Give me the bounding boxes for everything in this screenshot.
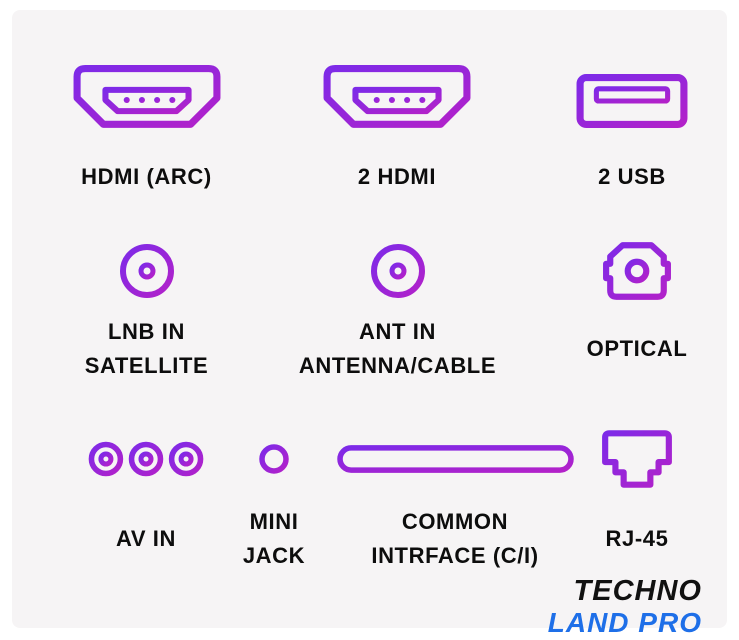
port-common-interface: COMMON INTRFACE (C/I) xyxy=(330,428,580,576)
port-label-line: JACK xyxy=(242,543,306,568)
port-label-line: ANT IN xyxy=(359,319,436,344)
port-label: 2 USB xyxy=(598,160,666,194)
port-lnb-in: LNB IN SATELLITE xyxy=(54,238,239,386)
usb-icon xyxy=(575,60,689,142)
coax-icon xyxy=(369,238,427,304)
diagram-panel: HDMI (ARC) 2 HDMI xyxy=(12,10,727,638)
port-label: HDMI (ARC) xyxy=(81,160,212,194)
rca-triple-icon xyxy=(87,428,205,490)
ci-slot-icon xyxy=(336,428,574,490)
brand-logo: TECHNO LAND PRO xyxy=(482,575,702,639)
rj45-icon xyxy=(599,428,675,490)
port-label: MINI JACK xyxy=(243,502,305,576)
port-ant-in: ANT IN ANTENNA/CABLE xyxy=(280,238,515,386)
optical-icon xyxy=(602,238,672,304)
port-label-line: LNB IN xyxy=(108,319,185,344)
port-hdmi-arc: HDMI (ARC) xyxy=(54,60,239,194)
port-optical: OPTICAL xyxy=(557,238,717,386)
brand-logo-line2: LAND PRO xyxy=(547,607,702,638)
port-label: ANT IN ANTENNA/CABLE xyxy=(299,312,496,386)
port-label-line: SATELLITE xyxy=(84,353,209,378)
port-label-line: 2 HDMI xyxy=(357,164,437,189)
port-label-line: AV IN xyxy=(115,526,177,551)
port-label-line: HDMI (ARC) xyxy=(81,164,212,189)
port-mini-jack: MINI JACK xyxy=(224,428,324,576)
port-label-line: RJ-45 xyxy=(605,526,669,551)
port-label: 2 HDMI xyxy=(358,160,436,194)
port-label: LNB IN SATELLITE xyxy=(85,312,209,386)
brand-logo-line1: TECHNO xyxy=(573,575,702,607)
port-label: RJ-45 xyxy=(606,502,669,576)
port-2hdmi: 2 HDMI xyxy=(307,60,487,194)
port-av-in: AV IN xyxy=(70,428,222,576)
port-label-line: MINI xyxy=(249,509,299,534)
port-label: OPTICAL xyxy=(587,312,688,386)
hdmi-icon xyxy=(321,60,473,142)
port-label-line: COMMON xyxy=(401,509,509,534)
port-label-line: 2 USB xyxy=(598,164,666,189)
port-label-line: OPTICAL xyxy=(586,336,688,361)
port-label: COMMON INTRFACE (C/I) xyxy=(371,502,538,576)
minijack-icon xyxy=(258,428,290,490)
port-label-line: ANTENNA/CABLE xyxy=(298,353,497,378)
hdmi-icon xyxy=(71,60,223,142)
coax-icon xyxy=(118,238,176,304)
port-rj45: RJ-45 xyxy=(577,428,697,576)
port-label: AV IN xyxy=(116,502,176,576)
port-label-line: INTRFACE (C/I) xyxy=(371,543,539,568)
port-2usb: 2 USB xyxy=(552,60,712,194)
